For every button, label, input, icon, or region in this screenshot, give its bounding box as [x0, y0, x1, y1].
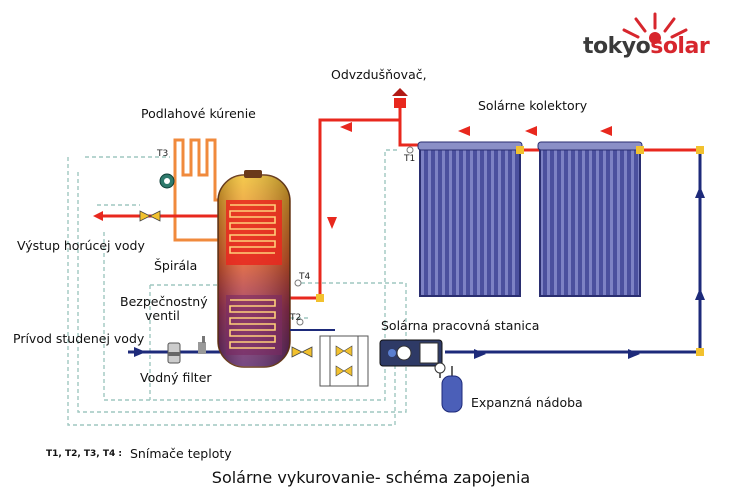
sensor-t3-label: T3	[157, 149, 169, 159]
solar-collector-left	[417, 141, 523, 297]
solar-station	[379, 339, 446, 378]
sensor-t4-label: T4	[299, 272, 311, 282]
sensor-t2-label: T2	[290, 313, 302, 323]
diagram-title: Solárne vykurovanie- schéma zapojenia	[211, 468, 531, 487]
air-vent	[392, 88, 408, 124]
water-filter-label: Vodný filter	[140, 370, 212, 385]
sensor-markers	[294, 146, 414, 326]
sun-icon	[622, 12, 688, 44]
floor-heating-pump	[159, 173, 175, 189]
cold-water-in-label: Prívod studenej vody	[13, 331, 145, 346]
sensor-cables	[67, 149, 407, 426]
hot-out-valve	[139, 210, 161, 222]
cold-in-valve	[291, 346, 313, 358]
brand-logo: tokyosolar	[583, 34, 710, 59]
hot-water-out-label: Výstup horúcej vody	[17, 238, 145, 253]
solar-collectors-label: Solárne kolektory	[478, 98, 588, 113]
legend-key: T1, T2, T3, T4 :	[46, 449, 122, 459]
hot-flow-arrows	[327, 122, 612, 229]
cold-flow-arrows	[134, 186, 705, 359]
solar-collector-right	[537, 141, 643, 297]
legend-value: Snímače teploty	[130, 446, 232, 461]
safety-valve-label-line2: ventil	[145, 308, 180, 323]
sensor-t1-label: T1	[404, 154, 416, 164]
expansion-vessel	[441, 366, 463, 413]
floor-heating-label: Podlahové kúrenie	[141, 106, 256, 121]
solar-station-label: Solárna pracovná stanica	[381, 318, 540, 333]
expansion-vessel-label: Expanzná nádoba	[471, 395, 583, 410]
coil-label: Špirála	[154, 258, 198, 273]
storage-tank	[217, 170, 291, 368]
hot-water-out-pipe	[93, 211, 222, 221]
safety-valve	[198, 336, 206, 354]
floor-heating-coil	[173, 138, 240, 242]
pipe-joints	[316, 146, 704, 356]
logo-part-2: solar	[650, 34, 710, 59]
air-vent-label: Odvzdušňovač,	[331, 67, 427, 82]
logo-part-1: tokyo	[583, 34, 651, 59]
water-filter	[167, 342, 181, 364]
mixing-valve-group	[319, 335, 369, 387]
safety-valve-label-line1: Bezpečnostný	[120, 294, 208, 309]
